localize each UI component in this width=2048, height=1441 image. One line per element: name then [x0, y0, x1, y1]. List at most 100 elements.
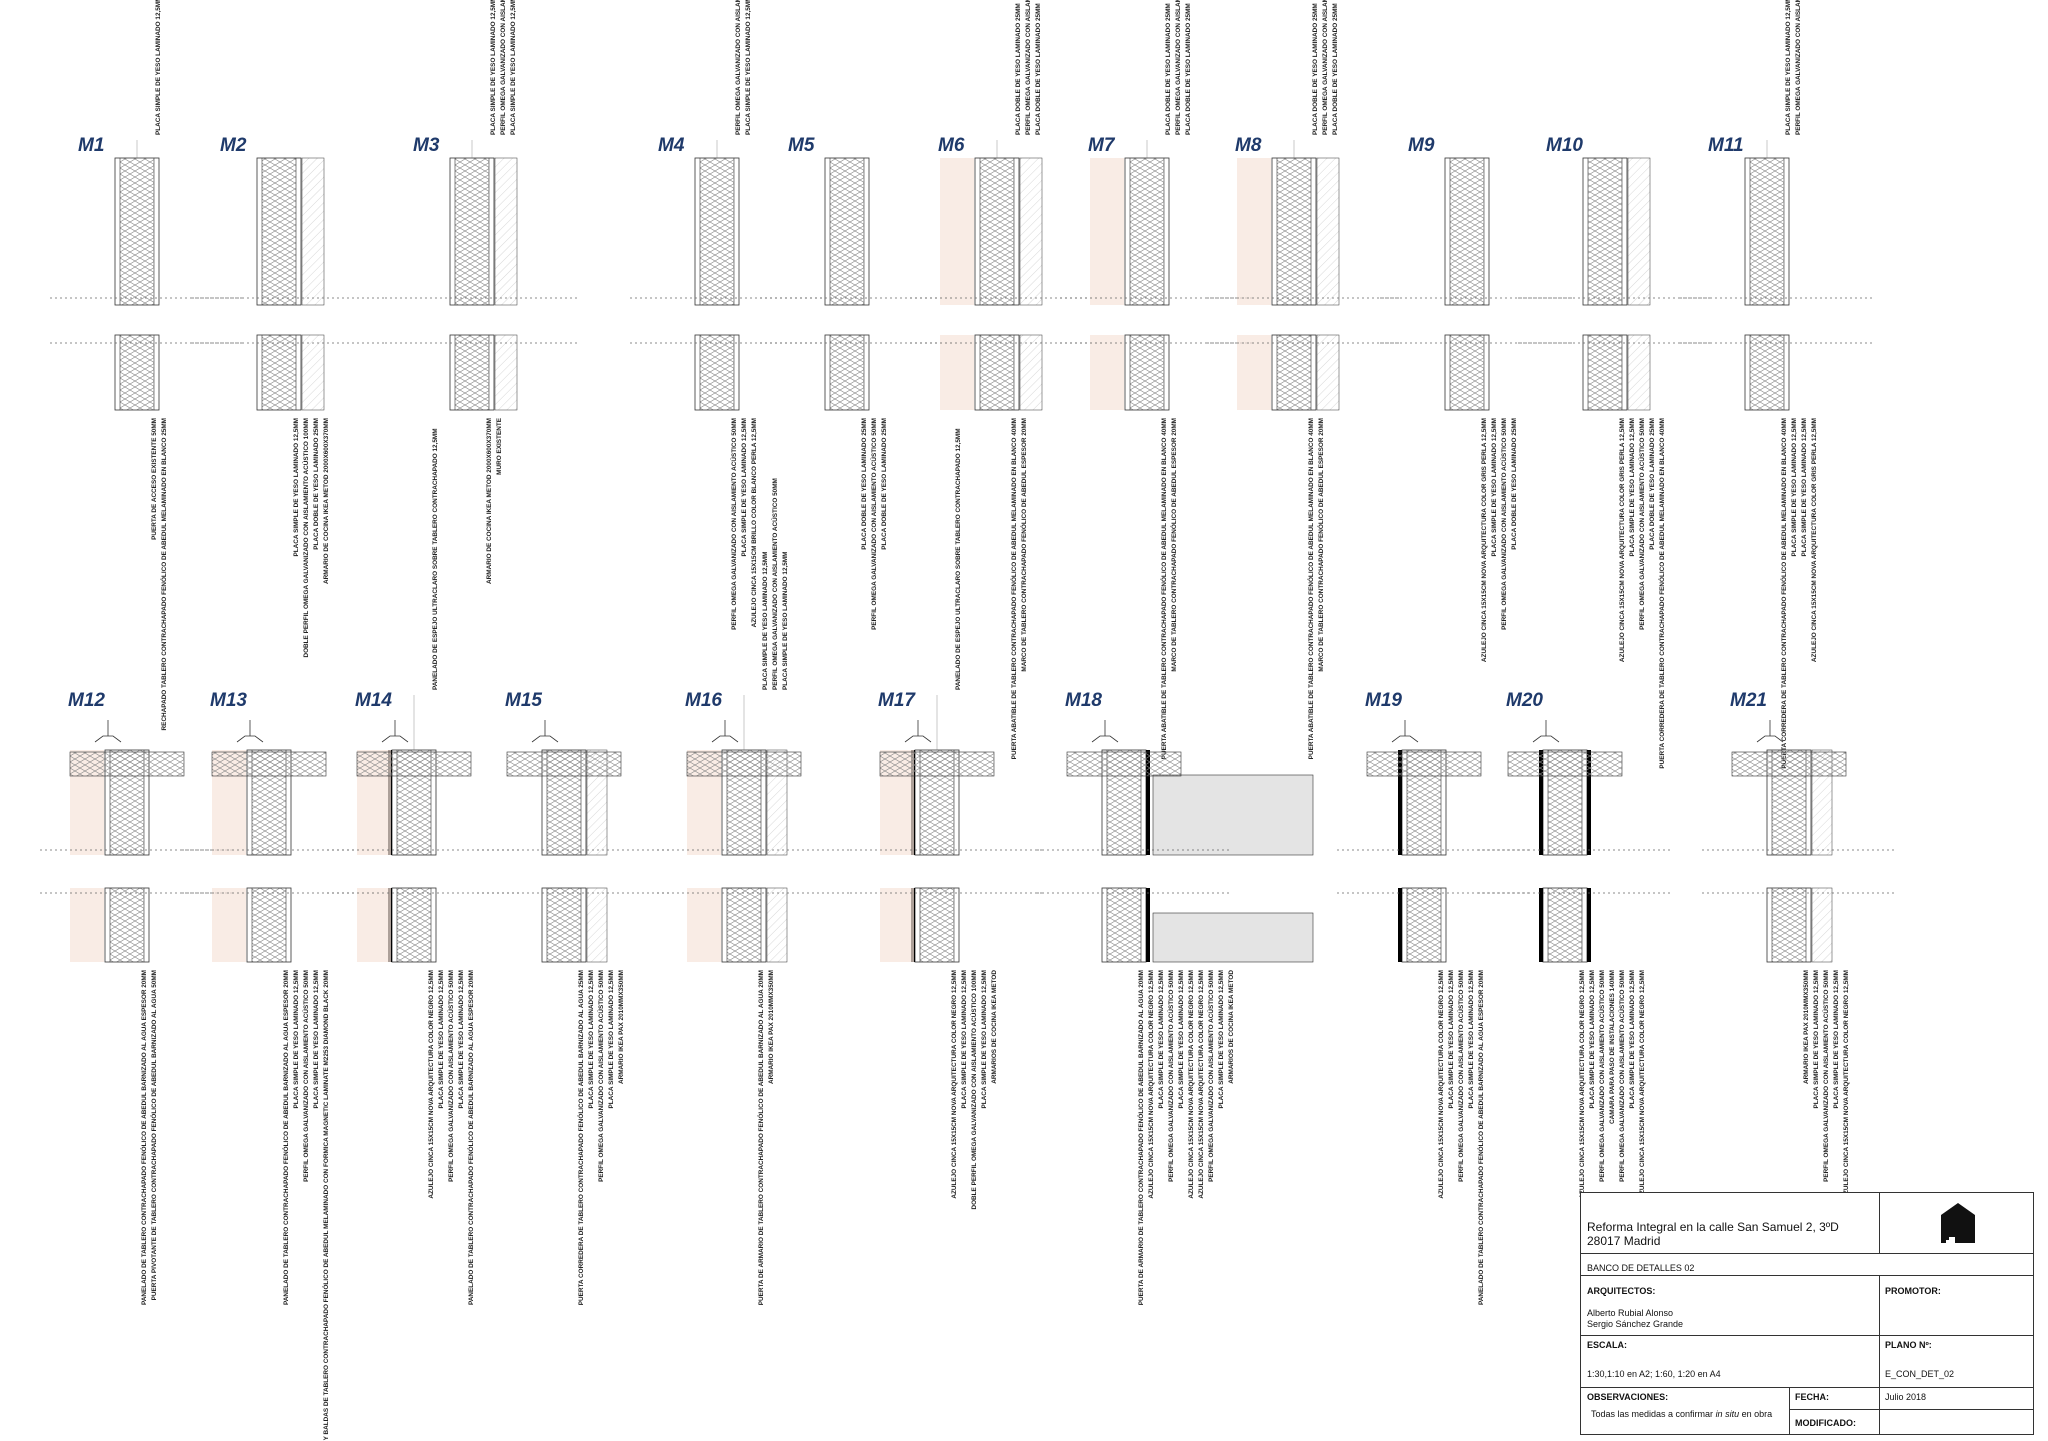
detail-drawing	[1207, 140, 1401, 411]
callout-bottom-m10: PUERTA CORREDERA DE TABLERO CONTRACHAPAD…	[1657, 418, 1666, 769]
callout-bottom-m8: PUERTA ABATIBLE DE TABLERO CONTRACHAPADO…	[1306, 418, 1315, 759]
adjacent-element	[1627, 157, 1651, 306]
stud-outline	[1582, 334, 1628, 411]
detail-label-m14: M14	[355, 690, 392, 711]
callout-bottom-m10: PLACA SIMPLE DE YESO LAMINADO 12,5MM	[1629, 418, 1636, 556]
callout-bottom-m21: AZULEJO CINCA 15X15CM NOVA ARQUITECTURA …	[1843, 970, 1850, 1199]
insulation-core	[1772, 888, 1806, 962]
detail-drawing	[385, 140, 579, 411]
callout-bottom-m17: AZULEJO CINCA 15X15CM NOVA ARQUITECTURA …	[951, 970, 958, 1199]
black-tile	[1398, 888, 1402, 962]
title-block-divider	[1581, 1387, 2033, 1388]
callout-top-m3: PLACA SIMPLE DE YESO LAMINADO 12,5MM	[490, 0, 497, 135]
promoter-label: PROMOTOR:	[1885, 1286, 1941, 1296]
insulation-core	[252, 888, 286, 962]
callout-bottom-m6: PUERTA ABATIBLE DE TABLERO CONTRACHAPADO…	[1009, 418, 1018, 759]
callout-bottom-m13: PANELADO Y BALDAS DE TABLERO CONTRACHAPA…	[321, 970, 330, 1441]
detail-drawing	[630, 140, 824, 411]
insulation-core	[1548, 888, 1582, 962]
callout-bottom-m2: PLACA DOBLE DE YESO LAMINADO 25MM	[313, 418, 320, 550]
title-block-column-divider	[1789, 1387, 1790, 1434]
callout-bottom-m18: PLACA SIMPLE DE YESO LAMINADO 12,5MM	[1178, 970, 1185, 1108]
insulation-core	[262, 335, 296, 410]
architect-name: Sergio Sánchez Grande	[1587, 1319, 1684, 1329]
ceiling-hanger	[381, 735, 409, 743]
callout-bottom-m13: PLACA SIMPLE DE YESO LAMINADO 12,5MM	[293, 970, 300, 1108]
ceiling-slab	[1731, 751, 1847, 777]
observations-text-italic: in situ	[1715, 1409, 1740, 1419]
callout-bottom-m19: PANELADO DE TABLERO CONTRACHAPADO FENÓLI…	[1476, 970, 1485, 1305]
callout-bottom-m21: ARMARIO IKEA PAX 2010MMX350MM	[1803, 970, 1810, 1084]
stud-outline	[541, 749, 587, 856]
black-tile	[1587, 750, 1591, 855]
callout-bottom-m11: PLACA SIMPLE DE YESO LAMINADO 12,5MM	[1801, 418, 1808, 556]
detail-label-m19: M19	[1365, 690, 1402, 711]
birch-panel	[357, 888, 391, 962]
stud-outline	[974, 334, 1020, 411]
insulation-core	[700, 158, 734, 305]
black-tile	[1398, 750, 1402, 855]
insulation-core	[980, 335, 1014, 410]
black-tile	[1587, 888, 1591, 962]
insulation-core	[1107, 888, 1141, 962]
callout-bottom-m18: AZULEJO CINCA 15X15CM NOVA ARQUITECTURA …	[1198, 970, 1205, 1199]
callout-bottom-m21: PLACA SIMPLE DE YESO LAMINADO 12,5MM	[1813, 970, 1820, 1108]
callout-bottom-m3: ARMARIO DE COCINA IKEA METOD 2000X600X37…	[486, 418, 493, 584]
callout-bottom-m3: MURO EXISTENTE	[496, 417, 503, 475]
adjacent-element	[1019, 334, 1043, 411]
callout-bottom-m9: PLACA DOBLE DE YESO LAMINADO 25MM	[1511, 418, 1518, 550]
birch-panel	[1237, 158, 1271, 305]
callout-top-m7: PLACA DOBLE DE YESO LAMINADO 25MM	[1165, 3, 1172, 135]
ceiling-hanger	[94, 735, 122, 743]
adjacent-element	[586, 887, 608, 963]
callout-bottom-m15: PUERTA CORREDERA DE TABLERO CONTRACHAPAD…	[576, 970, 585, 1305]
callout-bottom-m17: DOBLE PERFIL OMEGA GALVANIZADO CON AISLA…	[969, 970, 978, 1210]
detail-drawing	[910, 140, 1104, 411]
callout-bottom-m7: PUERTA ABATIBLE DE TABLERO CONTRACHAPADO…	[1159, 418, 1168, 759]
insulation-core	[110, 888, 144, 962]
ceiling-slab	[1366, 751, 1482, 777]
callout-bottom-m14: AZULEJO CINCA 15X15CM NOVA ARQUITECTURA …	[428, 970, 435, 1199]
birch-panel	[1237, 335, 1271, 410]
detail-label-m1: M1	[78, 135, 105, 156]
detail-drawing	[1337, 720, 1531, 963]
callout-bottom-m9: AZULEJO CINCA 15X15CM NOVA ARQUITECTURA …	[1481, 418, 1488, 662]
ceiling-slab	[356, 751, 472, 777]
detail-drawing	[657, 695, 851, 963]
adjacent-element	[1627, 334, 1651, 411]
stud-outline	[694, 334, 740, 411]
insulation-core	[1450, 158, 1484, 305]
callout-bottom-m4: PLACA SIMPLE DE YESO LAMINADO 12,5MM	[741, 418, 748, 556]
date-label: FECHA:	[1795, 1392, 1829, 1402]
ceiling-hanger	[1391, 735, 1419, 743]
callout-bottom-m13: PANELADO DE TABLERO CONTRACHAPADO FENÓLI…	[281, 970, 290, 1305]
callout-bottom-m12: PANELADO DE TABLERO CONTRACHAPADO FENÓLI…	[139, 970, 148, 1305]
callout-top-m3: PERFIL OMEGA GALVANIZADO CON AISLAMIENTO…	[498, 0, 507, 135]
detail-drawing	[1518, 157, 1712, 411]
stud-outline	[449, 334, 495, 411]
callout-bottom-m18: PERFIL OMEGA GALVANIZADO CON AISLAMIENTO…	[1166, 970, 1175, 1182]
adjacent-element	[494, 334, 518, 411]
insulation-core	[700, 335, 734, 410]
logo-divider	[1879, 1193, 1880, 1253]
detail-label-m8: M8	[1235, 135, 1262, 156]
callout-top-m6: PLACA DOBLE DE YESO LAMINADO 25MM	[1015, 3, 1022, 135]
plan-number-label: PLANO Nº:	[1885, 1340, 1932, 1350]
callout-bottom-m15: PERFIL OMEGA GALVANIZADO CON AISLAMIENTO…	[596, 970, 605, 1182]
callout-bottom-m14: PLACA SIMPLE DE YESO LAMINADO 12,5MM	[438, 970, 445, 1108]
callout-top-m4: PERFIL OMEGA GALVANIZADO CON AISLAMIENTO…	[733, 0, 742, 135]
callout-bottom-m20: PLACA SIMPLE DE YESO LAMINADO 12,5MM	[1589, 970, 1596, 1108]
detail-drawing	[1060, 140, 1254, 411]
callout-top-m8: PLACA DOBLE DE YESO LAMINADO 25MM	[1332, 3, 1339, 135]
black-tile	[1539, 750, 1543, 855]
adjacent-element	[1316, 157, 1340, 306]
title-block-divider	[1581, 1335, 2033, 1336]
ceiling-hanger	[1756, 735, 1784, 743]
black-tile	[1146, 750, 1150, 855]
callout-bottom-m10: AZULEJO CINCA 15X15CM NOVA ARQUITECTURA …	[1619, 418, 1626, 662]
callout-top-m6: PLACA DOBLE DE YESO LAMINADO 25MM	[1035, 3, 1042, 135]
detail-label-m4: M4	[658, 135, 685, 156]
stud-outline	[1124, 334, 1170, 411]
callout-bottom-m14: PLACA SIMPLE DE YESO LAMINADO 12,5MM	[458, 970, 465, 1108]
detail-label-m6: M6	[938, 135, 965, 156]
